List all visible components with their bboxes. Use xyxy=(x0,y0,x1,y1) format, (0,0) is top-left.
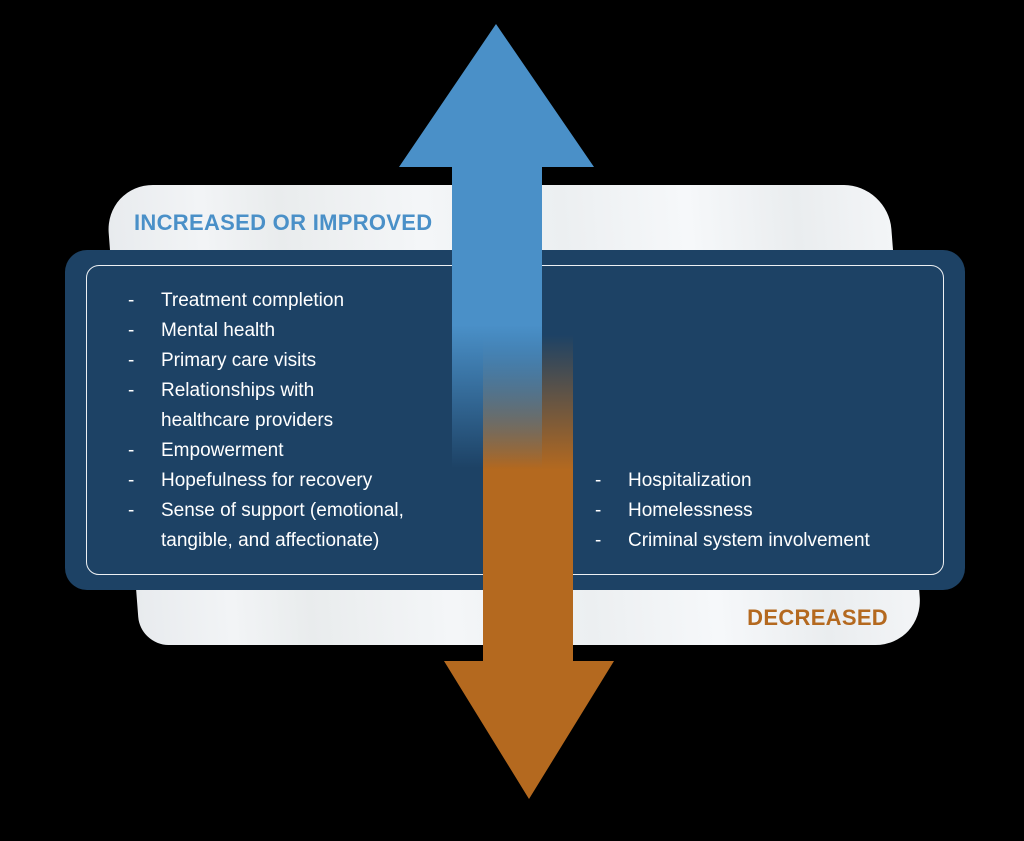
list-item-text: Mental health xyxy=(161,320,276,341)
list-item: - Treatment completion xyxy=(128,286,498,316)
decreased-label: DECREASED xyxy=(747,605,888,630)
list-item: - Hopefulness for recovery xyxy=(128,466,498,496)
bullet-dash: - xyxy=(595,500,602,521)
list-item: - Mental health xyxy=(128,316,498,346)
list-item-text: Homelessness xyxy=(628,500,753,521)
bullet-dash: - xyxy=(128,350,135,371)
list-item-text: Criminal system involvement xyxy=(628,530,870,551)
list-item-text: Relationships with healthcare providers xyxy=(161,380,334,431)
list-item-text: Hopefulness for recovery xyxy=(161,470,373,491)
increased-outcomes-list: - Treatment completion - Mental health -… xyxy=(128,286,498,556)
list-item-text: Treatment completion xyxy=(161,290,345,311)
bullet-dash: - xyxy=(128,470,135,491)
bullet-dash: - xyxy=(128,500,135,521)
list-item-text: Hospitalization xyxy=(628,470,752,491)
list-item: - Sense of support (emotional, tangible,… xyxy=(128,496,498,556)
list-item: - Primary care visits xyxy=(128,346,498,376)
list-item: - Empowerment xyxy=(128,436,498,466)
list-item-text: Primary care visits xyxy=(161,350,317,371)
decreased-outcomes-list: - Hospitalization - Homelessness - Crimi… xyxy=(595,466,975,556)
bullet-dash: - xyxy=(128,380,135,401)
bullet-dash: - xyxy=(128,440,135,461)
list-item: - Hospitalization xyxy=(595,466,975,496)
outcomes-panel: - Treatment completion - Mental health -… xyxy=(65,250,965,590)
list-item: - Homelessness xyxy=(595,496,975,526)
bullet-dash: - xyxy=(128,290,135,311)
list-item-text: Sense of support (emotional, tangible, a… xyxy=(161,500,404,551)
bullet-dash: - xyxy=(595,530,602,551)
bullet-dash: - xyxy=(128,320,135,341)
list-item: - Criminal system involvement xyxy=(595,526,975,556)
list-item-text: Empowerment xyxy=(161,440,284,461)
increased-label: INCREASED OR IMPROVED xyxy=(134,210,433,235)
bullet-dash: - xyxy=(595,470,602,491)
list-item: - Relationships with healthcare provider… xyxy=(128,376,498,436)
